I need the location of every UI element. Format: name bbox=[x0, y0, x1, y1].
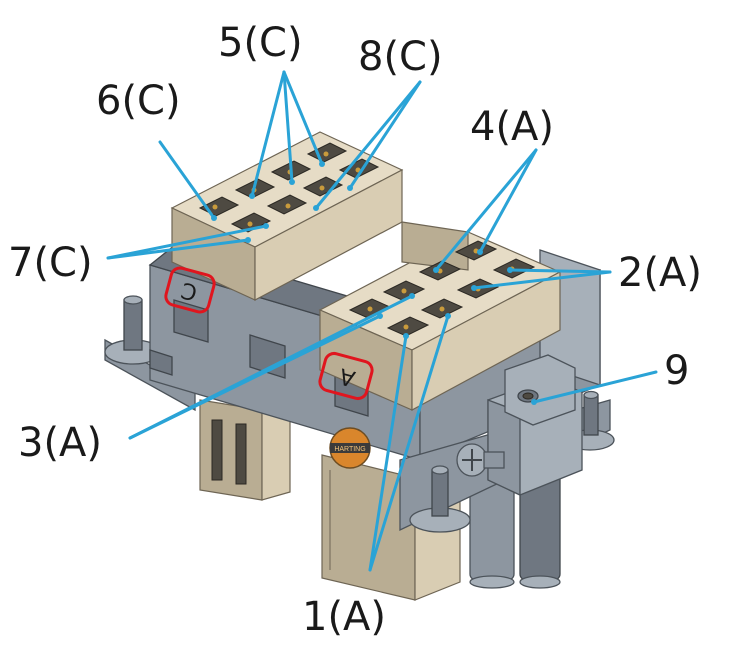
leader-1a-a bbox=[368, 334, 408, 572]
module-c-mark: C bbox=[164, 266, 216, 314]
leader-6c bbox=[158, 140, 216, 220]
insert-module-a bbox=[318, 221, 562, 412]
leader-1a-b bbox=[368, 314, 450, 572]
callout-labels: 5(C) 8(C) 6(C) 4(A) 7(C) 2(A) 9 3(A) 1(A… bbox=[8, 20, 702, 640]
callout-7c: 7(C) bbox=[8, 240, 93, 286]
callout-1a: 1(A) bbox=[302, 594, 386, 640]
callout-4a: 4(A) bbox=[470, 104, 554, 150]
leader-8c-b bbox=[348, 80, 422, 190]
leader-3a-b bbox=[128, 314, 382, 440]
leader-4a-b bbox=[478, 148, 538, 254]
lower-insert-left bbox=[199, 399, 291, 501]
locking-element bbox=[456, 354, 583, 497]
leader-5c-c bbox=[282, 70, 324, 166]
leader-4a-a bbox=[434, 148, 538, 272]
logo-text: HARTING bbox=[334, 446, 365, 453]
callout-2a: 2(A) bbox=[618, 250, 702, 296]
harting-logo: HARTING bbox=[329, 427, 371, 469]
leader-5c-a bbox=[250, 70, 286, 198]
leader-8c-a bbox=[314, 80, 422, 210]
leader-9 bbox=[532, 370, 658, 404]
callout-9: 9 bbox=[664, 348, 689, 394]
leader-2a-b bbox=[508, 268, 612, 274]
callout-5c: 5(C) bbox=[218, 20, 303, 66]
module-c-letter: C bbox=[179, 276, 200, 304]
leader-7c-a bbox=[106, 238, 250, 260]
leader-2a-a bbox=[472, 270, 612, 290]
callout-6c: 6(C) bbox=[96, 78, 181, 124]
module-a-mark: A bbox=[318, 351, 374, 401]
module-a-letter: A bbox=[337, 363, 358, 391]
leader-5c-b bbox=[282, 70, 294, 184]
leader-lines bbox=[106, 70, 658, 572]
callout-3a: 3(A) bbox=[18, 420, 102, 466]
callout-8c: 8(C) bbox=[358, 34, 443, 80]
leader-7c-b bbox=[106, 224, 268, 260]
